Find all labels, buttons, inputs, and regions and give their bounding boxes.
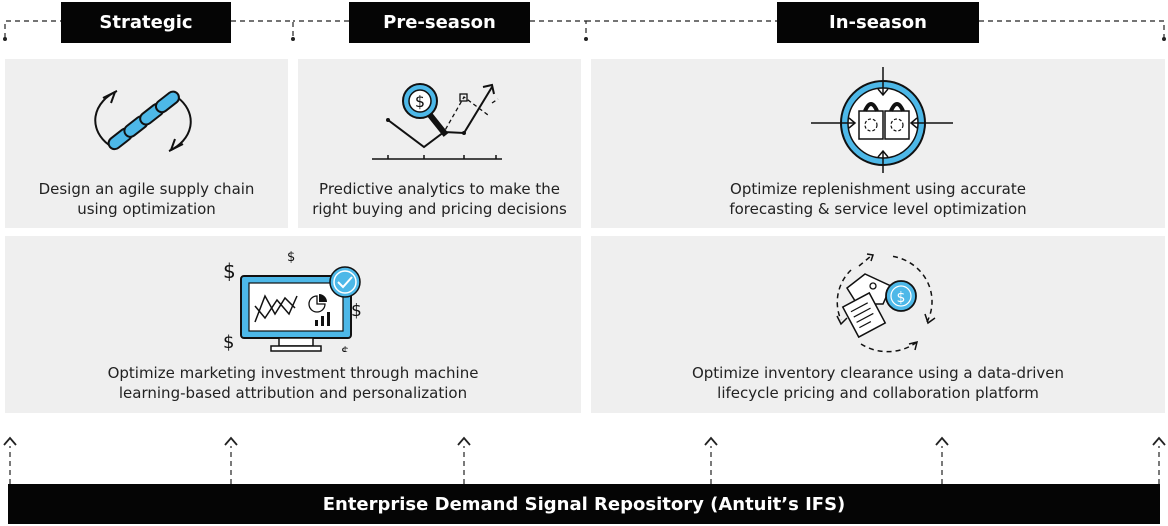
phase-tab-pre-season: Pre-season <box>349 2 530 43</box>
shopping-bags-target-icon <box>811 67 953 173</box>
card-predictive-analytics-text: Predictive analytics to make the right b… <box>312 180 567 218</box>
svg-text:$: $ <box>351 301 362 321</box>
card-marketing-text: Optimize marketing investment through ma… <box>107 364 479 402</box>
card-supply-chain: Design an agile supply chain using optim… <box>5 59 288 228</box>
card-marketing: $ $ $ $ $ Optimize marketing investment … <box>5 236 581 413</box>
repository-bar: Enterprise Demand Signal Repository (Ant… <box>8 484 1160 524</box>
svg-text:$: $ <box>897 290 906 306</box>
card-supply-chain-text: Design an agile supply chain using optim… <box>38 180 255 218</box>
phase-tab-in-season: In-season <box>777 2 979 43</box>
svg-text:$: $ <box>341 345 349 352</box>
card-clearance-text: Optimize inventory clearance using a dat… <box>691 364 1065 402</box>
price-tag-cycle-icon: $ <box>836 253 936 353</box>
svg-text:$: $ <box>223 259 236 283</box>
card-predictive-analytics: $ Predictive analytics to make the right… <box>298 59 581 228</box>
phase-tab-strategic: Strategic <box>61 2 231 43</box>
card-replenishment: Optimize replenishment using accurate fo… <box>591 59 1165 228</box>
card-replenishment-text: Optimize replenishment using accurate fo… <box>729 180 1027 218</box>
magnifier-trend-icon: $ <box>372 83 502 160</box>
chain-cycle-icon <box>94 89 192 153</box>
card-clearance: $ Optimize inventory clearance using a d… <box>591 236 1165 413</box>
svg-text:$: $ <box>223 332 234 352</box>
monitor-analytics-icon: $ $ $ $ $ <box>223 250 362 352</box>
svg-text:$: $ <box>287 250 295 265</box>
svg-text:$: $ <box>415 92 425 111</box>
